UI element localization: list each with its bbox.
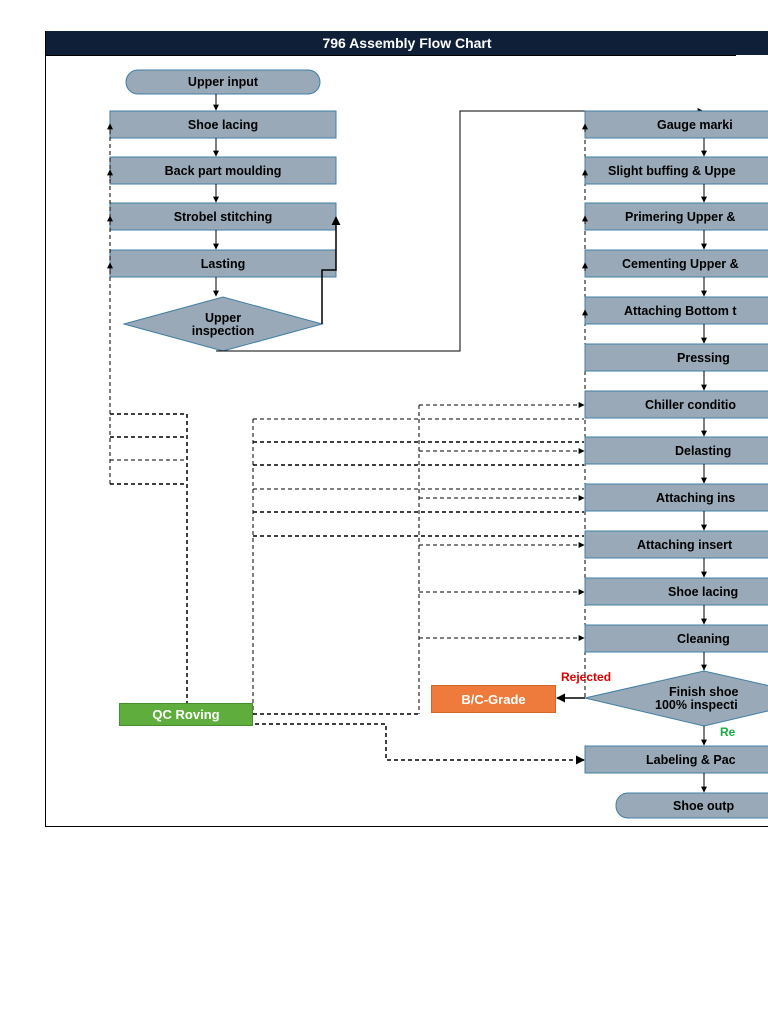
process-label: Attaching Bottom t: [624, 303, 737, 318]
process-label: Chiller conditio: [645, 397, 736, 412]
process-box: [584, 156, 768, 185]
process-label: Pressing: [677, 350, 730, 365]
qc-roving-box: QC Roving: [119, 703, 253, 726]
process-box: [584, 390, 768, 419]
connector-line: [216, 108, 704, 352]
process-box: [584, 343, 768, 372]
right-process-steps: [582, 110, 768, 671]
accepted-label: Re: [720, 725, 736, 739]
process-box: [584, 530, 768, 559]
process-label: Cleaning: [677, 631, 730, 646]
decision-label-line1: Finish shoe: [669, 685, 739, 699]
process-label: Lasting: [200, 256, 246, 271]
process-label: Shoe lacing: [668, 584, 739, 599]
process-box: [584, 577, 768, 606]
process-label: Attaching insert: [637, 537, 733, 552]
decision-label-line2: inspection: [191, 324, 255, 338]
process-strobel-stitching: [109, 202, 337, 231]
process-label: Strobel stitching: [173, 209, 273, 224]
process-box: [584, 110, 768, 139]
dashed-arrow: [186, 723, 585, 765]
process-box: [584, 436, 768, 465]
process-label: Primering Upper &: [625, 209, 736, 224]
terminator-shoe-output: [615, 792, 768, 819]
process-box: [584, 483, 768, 512]
chart-frame: [45, 31, 768, 827]
rejected-label: Rejected: [561, 670, 612, 684]
decision-label-line1: Upper: [204, 311, 242, 325]
process-label: Delasting: [675, 443, 732, 458]
process-box: [584, 296, 768, 325]
right-edge-mask: [736, 56, 768, 1024]
process-box: [584, 624, 768, 653]
process-label: Gauge marki: [657, 117, 733, 132]
process-label: Cementing Upper &: [622, 256, 739, 271]
rework-line: [321, 216, 341, 324]
process-label: Labeling & Pac: [646, 752, 736, 767]
process-shoe-lacing-left: [109, 110, 337, 139]
process-label: Attaching ins: [656, 490, 736, 505]
chart-title: 796 Assembly Flow Chart: [46, 31, 768, 55]
process-label: Back part moulding: [164, 163, 282, 178]
terminator-label: Upper input: [187, 75, 259, 89]
process-box: [584, 202, 768, 231]
decision-label-line2: 100% inspecti: [655, 698, 738, 712]
process-label: Shoe lacing: [187, 117, 259, 132]
decision-finish-shoe: [584, 670, 768, 727]
process-back-part-moulding: [109, 156, 337, 185]
terminator-label: Shoe outp: [673, 798, 735, 813]
process-labeling-packing: [584, 745, 768, 774]
title-divider: [46, 55, 736, 56]
terminator-upper-input: [125, 69, 321, 95]
bc-grade-box: B/C-Grade: [431, 685, 556, 713]
process-label: Slight buffing & Uppe: [608, 163, 736, 178]
